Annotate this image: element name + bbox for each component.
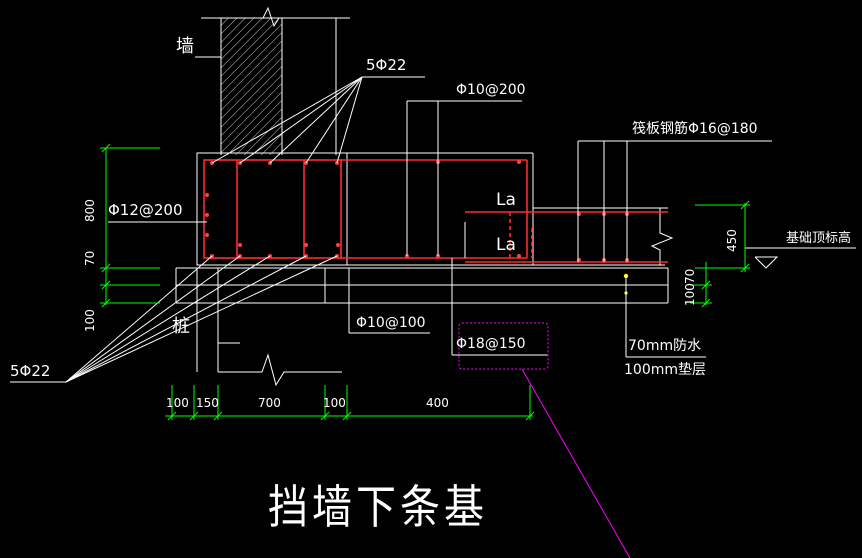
rebar-cage [203, 159, 668, 263]
dim-right-450: 450 [725, 229, 739, 252]
cushion-100-label: 100mm垫层 [624, 362, 706, 378]
top-5phi22-label: 5Φ22 [366, 56, 407, 74]
wall-label: 墙 [176, 36, 194, 57]
dim-right-100: 100 [683, 283, 697, 306]
dim-bottom-150: 150 [196, 396, 219, 410]
dim-vertical-800: 800 [83, 199, 97, 222]
leader-lines [10, 76, 856, 383]
side-rebar-phi12-200-label: Φ12@200 [108, 201, 183, 219]
dim-bottom-700: 700 [258, 396, 281, 410]
dim-bottom-100-b: 100 [323, 396, 346, 410]
pile-label: 桩 [172, 316, 190, 337]
dim-vertical-70: 70 [83, 250, 97, 266]
bottom-5phi22-label: 5Φ22 [10, 362, 51, 380]
dim-vertical-100: 100 [83, 309, 97, 332]
pile [196, 268, 342, 387]
stirrup-phi10-200-label: Φ10@200 [456, 82, 526, 98]
dim-right-70: 70 [683, 268, 697, 284]
dim-bottom-100-a: 100 [166, 396, 189, 410]
bottom-phi18-150-label: Φ18@150 [456, 336, 526, 352]
bottom-phi10-100-label: Φ10@100 [356, 315, 426, 331]
drawing-title: 挡墙下条基 [268, 481, 488, 535]
rebar-dots [205, 160, 629, 262]
foundation-top-elevation-label: 基础顶标高 [786, 231, 852, 246]
la-upper-label: La [496, 190, 516, 210]
waterproof-70-label: 70mm防水 [628, 338, 702, 354]
footing-outline [175, 152, 674, 304]
dim-bottom-400: 400 [426, 396, 449, 410]
wall-hatch [221, 18, 282, 155]
la-lower-label: La [496, 235, 516, 255]
revision-cloud [458, 322, 631, 558]
wall [195, 6, 350, 155]
raft-rebar-label: 筏板钢筋Φ16@180 [632, 121, 758, 137]
dimension-lines [100, 143, 750, 421]
